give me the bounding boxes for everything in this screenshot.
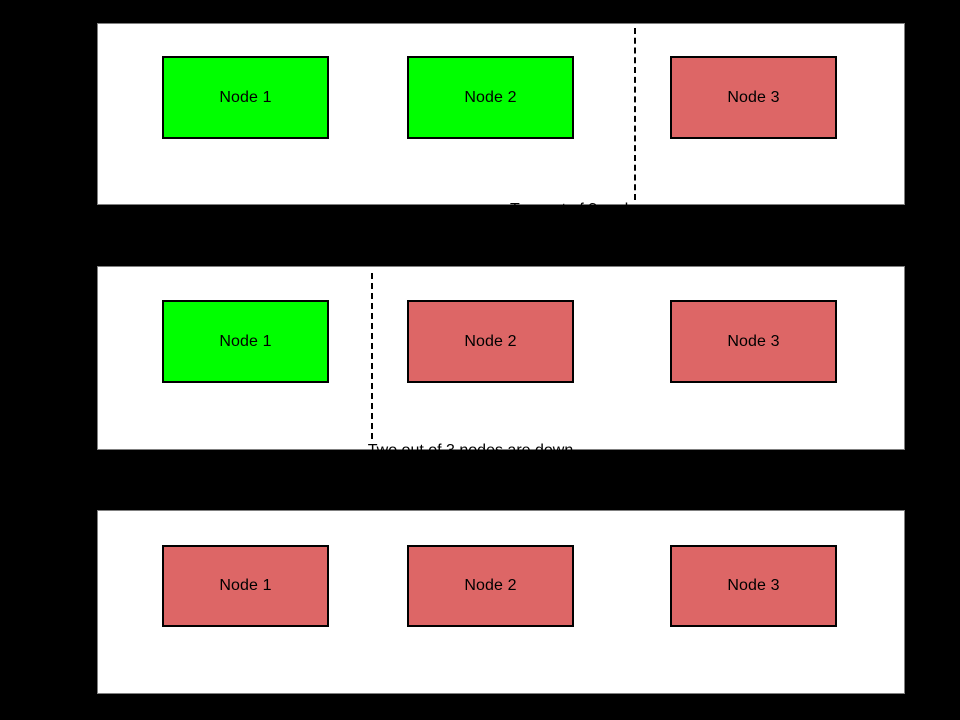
node-label: Node 3 [727,577,780,594]
node-box-3: Node 3 [670,545,837,627]
node-label: Node 2 [464,332,517,350]
node-box-3: Node 3 [670,300,837,383]
quorum-divider-line [634,28,636,200]
node-box-3: Node 3 [670,56,837,139]
caption-line-1: All Nodes are down [432,693,572,710]
node-label: Node 2 [464,88,517,106]
node-label: Node 1 [219,88,272,106]
node-label: Node 3 [727,332,780,350]
node-box-1: Node 1 [162,545,329,627]
quorum-divider-line [371,273,373,439]
node-label: Node 1 [219,577,272,594]
node-box-1: Node 1 [162,56,329,139]
caption-line-1: Two out of 3 nodes are down [367,442,574,459]
node-label: Node 1 [219,332,272,350]
panel-caption: All Nodes are down Majority Fails & Clus… [98,644,906,720]
node-label: Node 2 [464,577,517,594]
scenario-panel-majority-up: Node 1 Node 2 Node 3 Two out of 3 nodes … [97,23,905,287]
scenario-panel-majority-down: Node 1 Node 2 Node 3 Two out of 3 nodes … [97,266,905,528]
scenario-panel-all-down: Node 1 Node 2 Node 3 All Nodes are down … [97,510,905,710]
node-box-2: Node 2 [407,56,574,139]
node-box-2: Node 2 [407,545,574,627]
node-label: Node 3 [727,88,780,106]
node-box-1: Node 1 [162,300,329,383]
node-box-2: Node 2 [407,300,574,383]
caption-line-1: Two out of 3 nodes are up [509,201,695,218]
